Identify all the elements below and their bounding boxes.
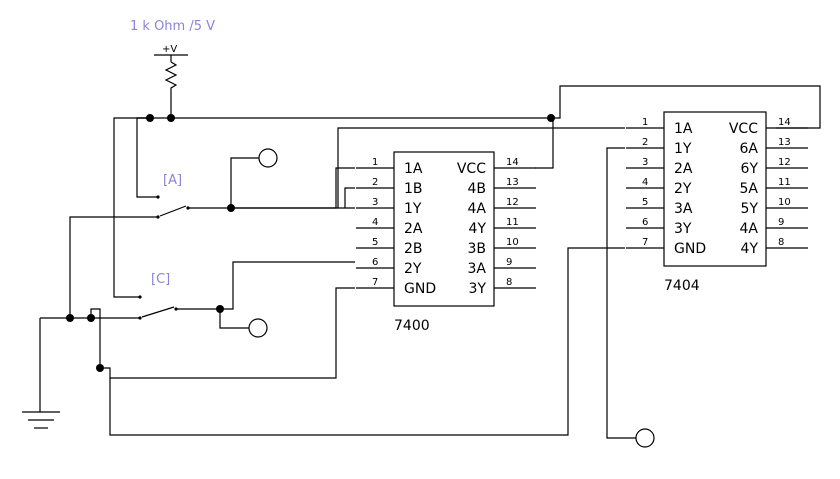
pin-name: 3Y: [674, 221, 692, 237]
junction-dot: [547, 114, 555, 122]
pin-name: 4Y: [469, 221, 487, 237]
pin-name: 1Y: [404, 201, 422, 217]
switch-a-ground-leg: [69, 216, 158, 318]
junction-dot: [227, 204, 235, 212]
switch-c[interactable]: [138, 295, 220, 320]
pin-name: 4A: [468, 201, 487, 217]
pin-number: 11: [778, 177, 791, 188]
pin-number: 8: [778, 237, 784, 248]
pin-name: 5A: [740, 181, 759, 197]
chip-7404-name: 7404: [664, 278, 700, 294]
probe-out-lamp[interactable]: [635, 428, 655, 448]
pin-number: 11: [506, 217, 519, 228]
pin-number: 9: [506, 257, 512, 268]
switch-c-output-to-2a: [220, 261, 355, 310]
net-7404-1a: [337, 127, 625, 208]
junction-dot: [96, 364, 104, 372]
ground-net: [90, 308, 101, 368]
pin-name: 3B: [467, 241, 486, 257]
pin-number: 3: [642, 157, 648, 168]
gnd-to-7400-pin7: [100, 287, 355, 379]
pin-number: 1: [642, 117, 648, 128]
junction-dot: [146, 114, 154, 122]
pin-number: 4: [372, 217, 378, 228]
pin-number: 6: [372, 257, 378, 268]
chip-7400-name: 7400: [394, 318, 430, 334]
vcc-to-switch-c: [113, 117, 150, 298]
pin-number: 6: [642, 217, 648, 228]
pin-number: 10: [778, 197, 791, 208]
supply-symbol: [154, 54, 188, 62]
supply-label: +V: [162, 44, 177, 55]
pin-name: 4Y: [741, 241, 759, 257]
probe-c-lamp[interactable]: [248, 318, 268, 338]
pin-number: 5: [372, 237, 378, 248]
gnd-to-7404-pin7: [109, 247, 625, 436]
pin-name: 2A: [674, 161, 693, 177]
pin-name: 1A: [674, 121, 693, 137]
pin-number: 7: [642, 237, 648, 248]
pin-number: 3: [372, 197, 378, 208]
pin-name: 2B: [404, 241, 423, 257]
pin-name: GND: [404, 281, 436, 297]
switch-a-label[interactable]: [A]: [163, 173, 182, 188]
junction-dot: [87, 314, 95, 322]
pin-number: 12: [506, 197, 519, 208]
pin-name: 2Y: [404, 261, 422, 277]
pin-name: 1A: [404, 161, 423, 177]
pin-number: 2: [642, 137, 648, 148]
vcc-to-7400-pin14: [535, 118, 554, 169]
pin-name: 3Y: [469, 281, 487, 297]
pin-name: 5Y: [741, 201, 759, 217]
pin-number: 13: [506, 177, 519, 188]
junction-dot: [167, 114, 175, 122]
ground-symbol: [22, 411, 60, 429]
vcc-to-switch-a: [136, 117, 158, 198]
pullup-resistor: [164, 61, 178, 118]
switch-c-label[interactable]: [C]: [151, 272, 170, 287]
pin-number: 14: [778, 117, 791, 128]
net-7404-1y: [606, 147, 636, 439]
pin-name: 3A: [674, 201, 693, 217]
pin-name: 1B: [404, 181, 423, 197]
pin-number: 2: [372, 177, 378, 188]
pin-name: 1Y: [674, 141, 692, 157]
pin-number: 9: [778, 217, 784, 228]
junction-dot: [66, 314, 74, 322]
pin-name: 2A: [404, 221, 423, 237]
pin-name: 4B: [467, 181, 486, 197]
probe-a-lamp[interactable]: [258, 148, 278, 168]
chip-7400: 1 1A 2 1B 3 1Y 4 2A 5 2B 6 2Y 7 GND 14 VCC 13 4B 12 4A 11 4Y…: [356, 151, 536, 334]
resistor-label: 1 k Ohm /5 V: [130, 19, 215, 34]
pin-number: 14: [506, 157, 519, 168]
pin-name: 2Y: [674, 181, 692, 197]
pin-number: 5: [642, 197, 648, 208]
probe-c-lead: [219, 309, 249, 329]
pin-number: 7: [372, 277, 378, 288]
pin-name: 6Y: [741, 161, 759, 177]
junction-dot: [216, 305, 224, 313]
pin-name: 6A: [740, 141, 759, 157]
pin-number: 4: [642, 177, 648, 188]
pin-number: 8: [506, 277, 512, 288]
pin-name: VCC: [729, 121, 758, 137]
pin-number: 1: [372, 157, 378, 168]
switch-a[interactable]: [156, 195, 231, 219]
probe-a-lead: [230, 157, 259, 208]
chip-7404: 1 1A 2 1Y 3 2A 4 2Y 5 3A 6 3Y 7 GND 14 VCC 13 6A 12 6Y 11 5A…: [626, 111, 808, 294]
pin-number: 13: [778, 137, 791, 148]
vcc-to-7404-pin14: [553, 85, 821, 129]
pin-name: 4A: [740, 221, 759, 237]
net-1b: [344, 187, 355, 208]
pin-name: VCC: [457, 161, 486, 177]
pin-number: 10: [506, 237, 519, 248]
pin-name: GND: [674, 241, 706, 257]
pin-number: 12: [778, 157, 791, 168]
pin-name: 3A: [468, 261, 487, 277]
switch-a-output-net: [231, 167, 355, 209]
